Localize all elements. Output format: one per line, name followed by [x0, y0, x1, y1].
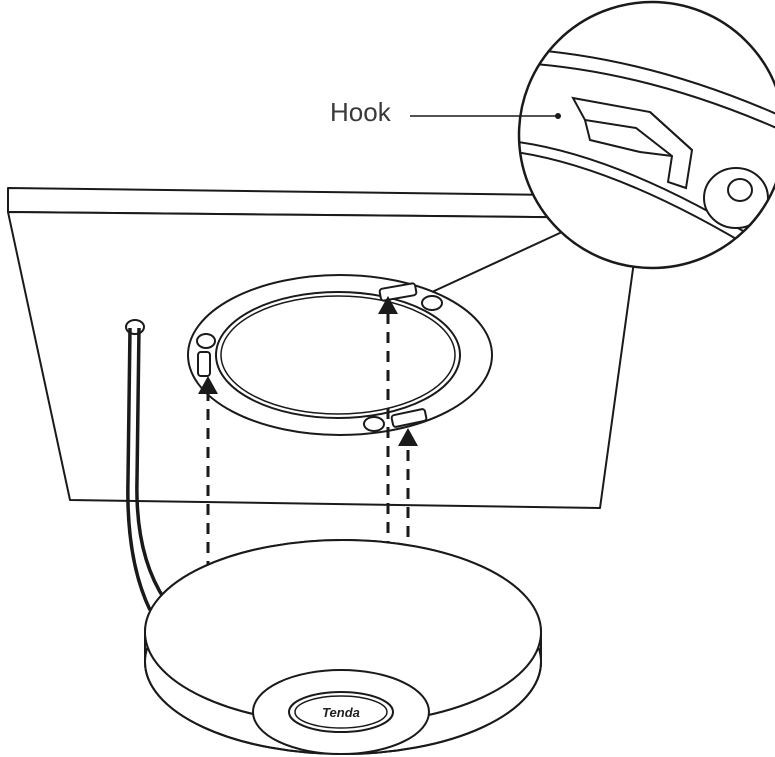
screw-hole-bottom: [363, 416, 385, 432]
screw-hole-right: [421, 295, 443, 311]
arrow-head-mid: [378, 296, 398, 314]
hook-slot-left: [197, 351, 211, 377]
hook-label: Hook: [330, 97, 391, 127]
zoom-connector: [431, 231, 563, 293]
hook-detail-zoom: [517, 0, 775, 270]
hook-slot-bottom: [390, 408, 428, 428]
alignment-arrows: [206, 312, 410, 572]
arrow-heads: [198, 296, 418, 446]
brand-logo: Tenda: [322, 705, 360, 720]
arrow-head-left: [198, 376, 218, 394]
screw-hole-left: [196, 333, 216, 349]
network-cable: [125, 319, 167, 611]
mounting-bracket: [187, 274, 493, 436]
hook-slot-top: [378, 282, 418, 302]
callout-dot: [555, 113, 561, 119]
access-point: Tenda: [144, 539, 542, 755]
arrow-head-right: [398, 428, 418, 446]
